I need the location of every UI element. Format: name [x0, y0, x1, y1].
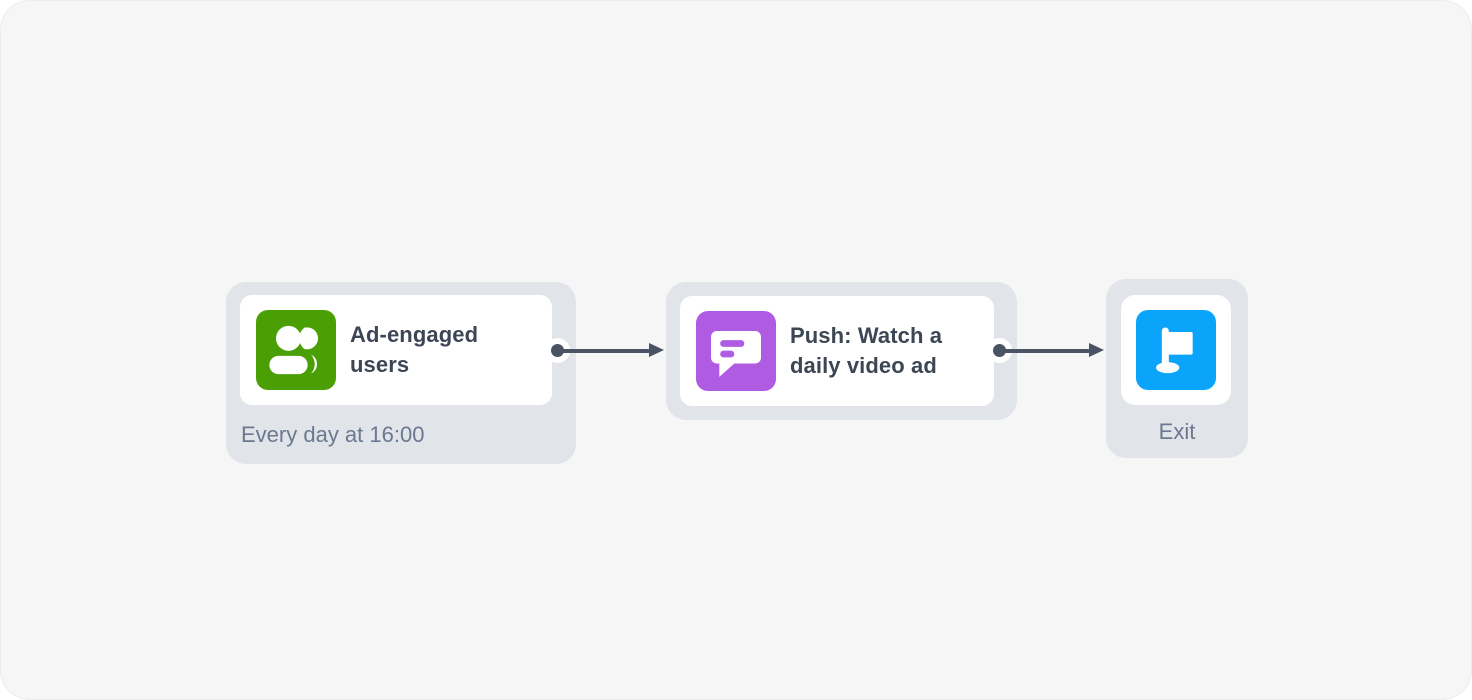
trigger-node-title: Ad-engaged users: [350, 322, 479, 377]
connector-line: [557, 348, 650, 353]
node-trigger-ad-engaged-users[interactable]: Ad-engaged users Every day at 16:00: [226, 282, 576, 464]
arrowhead-icon: [649, 343, 664, 357]
exit-node-label: Exit: [1158, 418, 1196, 444]
arrowhead-icon: [1089, 343, 1104, 357]
users-icon: [256, 310, 336, 390]
push-node-title: Push: Watch a daily video ad: [790, 323, 943, 378]
exit-card[interactable]: [1121, 295, 1231, 405]
chat-bubble-icon: [696, 311, 776, 391]
push-card[interactable]: Push: Watch a daily video ad: [680, 296, 994, 406]
connector-line: [999, 348, 1090, 353]
flag-icon: [1136, 310, 1216, 390]
trigger-schedule-label: Every day at 16:00: [241, 421, 425, 447]
node-exit[interactable]: Exit: [1106, 279, 1248, 458]
node-push-notification[interactable]: Push: Watch a daily video ad: [666, 282, 1017, 420]
trigger-card[interactable]: Ad-engaged users: [240, 295, 552, 405]
